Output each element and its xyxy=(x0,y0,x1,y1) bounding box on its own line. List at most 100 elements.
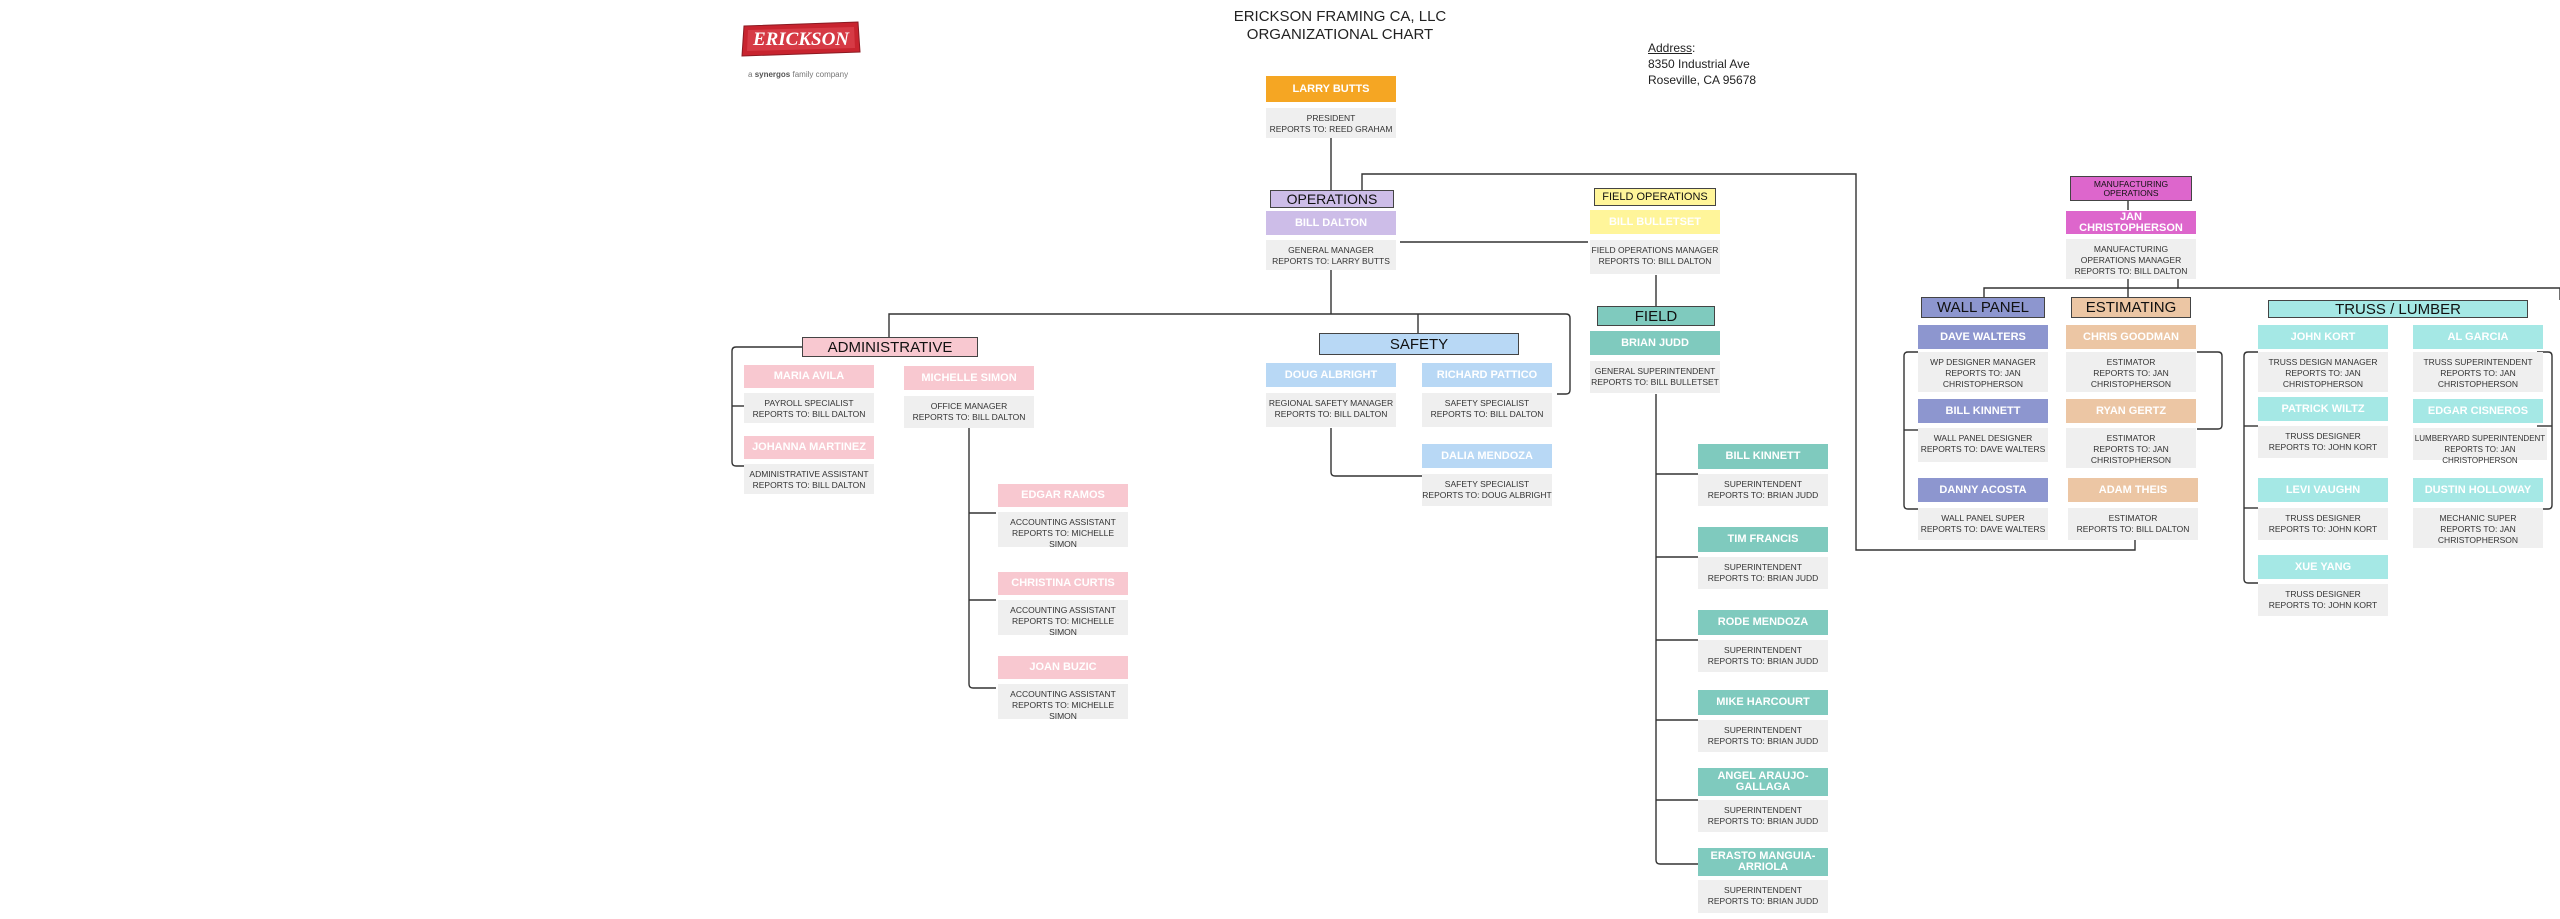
person-role: SUPERINTENDENT xyxy=(1724,805,1802,815)
person-reports-to: REPORTS TO: MICHELLE SIMON xyxy=(1011,700,1115,721)
person-name: BILL KINNETT xyxy=(1698,444,1828,469)
person-role: PAYROLL SPECIALIST xyxy=(764,398,854,408)
person-reports-to: REPORTS TO: DAVE WALTERS xyxy=(1920,444,2046,454)
person-reports-to: REPORTS TO: BRIAN JUDD xyxy=(1707,896,1819,906)
person-role: SUPERINTENDENT xyxy=(1724,645,1802,655)
dept-estimating: ESTIMATING xyxy=(2071,297,2191,318)
person-role: MECHANIC SUPER xyxy=(2439,513,2517,523)
person-name: RYAN GERTZ xyxy=(2066,399,2196,423)
person-role: WALL PANEL SUPER xyxy=(1941,513,2025,523)
person-role: SAFETY SPECIALIST xyxy=(1444,479,1530,489)
person-role: ESTIMATOR xyxy=(2108,513,2158,523)
person-details: LUMBERYARD SUPERINTENDENT REPORTS TO: JAN… xyxy=(2413,428,2547,465)
person-reports-to: REPORTS TO: BRIAN JUDD xyxy=(1707,573,1819,583)
person-reports-to: REPORTS TO: JAN CHRISTOPHERSON xyxy=(2437,368,2519,389)
company-logo: ERICKSON xyxy=(738,18,864,58)
person-role: WALL PANEL DESIGNER xyxy=(1933,433,2033,443)
person-reports-to: REPORTS TO: BRIAN JUDD xyxy=(1707,490,1819,500)
person-role: SUPERINTENDENT xyxy=(1724,725,1802,735)
person-name: MIKE HARCOURT xyxy=(1698,690,1828,715)
svg-text:ERICKSON: ERICKSON xyxy=(752,29,850,50)
person-reports-to: REPORTS TO: JOHN KORT xyxy=(2268,524,2378,534)
person-reports-to: REPORTS TO: JOHN KORT xyxy=(2268,442,2378,452)
person-name: JAN CHRISTOPHERSON xyxy=(2066,211,2196,234)
person-name: JOHN KORT xyxy=(2258,325,2388,349)
person-name: ADAM THEIS xyxy=(2068,478,2198,502)
person-reports-to: REPORTS TO: JAN CHRISTOPHERSON xyxy=(2090,368,2172,389)
person-role: SAFETY SPECIALIST xyxy=(1444,398,1530,408)
person-role: WP DESIGNER MANAGER xyxy=(1930,357,2036,367)
dept-wall-panel: WALL PANEL xyxy=(1921,297,2045,318)
person-role: SUPERINTENDENT xyxy=(1724,885,1802,895)
person-role: ACCOUNTING ASSISTANT xyxy=(1010,605,1116,615)
person-name: MICHELLE SIMON xyxy=(904,366,1034,390)
person-role: ESTIMATOR xyxy=(2106,433,2156,443)
dept-administrative: ADMINISTRATIVE xyxy=(802,337,978,357)
person-name: CHRISTINA CURTIS xyxy=(998,572,1128,595)
person-reports-to: REPORTS TO: BILL BULLETSET xyxy=(1591,377,1719,387)
person-role: TRUSS DESIGNER xyxy=(2285,513,2361,523)
person-role: PRESIDENT xyxy=(1306,113,1356,123)
person-name: MARIA AVILA xyxy=(744,365,874,388)
person-reports-to: REPORTS TO: REED GRAHAM xyxy=(1269,124,1393,134)
person-name: LEVI VAUGHN xyxy=(2258,478,2388,502)
person-name: CHRIS GOODMAN xyxy=(2066,325,2196,349)
chart-subtitle: ORGANIZATIONAL CHART xyxy=(1246,26,1434,43)
person-name: JOAN BUZIC xyxy=(998,656,1128,679)
person-reports-to: REPORTS TO: JAN CHRISTOPHERSON xyxy=(2442,445,2518,465)
person-name: LARRY BUTTS xyxy=(1266,76,1396,102)
chart-title: ERICKSON FRAMING CA, LLC ORGANIZATIONAL … xyxy=(1180,8,1500,44)
person-reports-to: REPORTS TO: BRIAN JUDD xyxy=(1707,736,1819,746)
address-line2: Roseville, CA 95678 xyxy=(1648,73,1757,87)
person-role: TRUSS DESIGN MANAGER xyxy=(2268,357,2378,367)
person-role: ACCOUNTING ASSISTANT xyxy=(1010,517,1116,527)
address-label: Address xyxy=(1648,41,1693,55)
person-name: DOUG ALBRIGHT xyxy=(1266,363,1396,387)
person-name: DANNY ACOSTA xyxy=(1918,478,2048,502)
dept-truss-lumber: TRUSS / LUMBER xyxy=(2268,300,2528,318)
person-name: BRIAN JUDD xyxy=(1590,331,1720,355)
person-name: BILL KINNETT xyxy=(1918,399,2048,423)
person-name: RODE MENDOZA xyxy=(1698,610,1828,635)
person-reports-to: REPORTS TO: MICHELLE SIMON xyxy=(1011,616,1115,637)
person-role: TRUSS DESIGNER xyxy=(2285,431,2361,441)
person-role: FIELD OPERATIONS MANAGER xyxy=(1591,245,1719,255)
person-role: SUPERINTENDENT xyxy=(1724,562,1802,572)
person-name: DAVE WALTERS xyxy=(1918,325,2048,349)
person-reports-to: REPORTS TO: BILL DALTON xyxy=(1430,409,1544,419)
address-block: Address: 8350 Industrial Ave Roseville, … xyxy=(1648,41,1757,87)
person-name: RICHARD PATTICO xyxy=(1422,363,1552,387)
person-role: MANUFACTURING OPERATIONS MANAGER xyxy=(2080,244,2182,265)
person-reports-to: REPORTS TO: BRIAN JUDD xyxy=(1707,656,1819,666)
dept-manufacturing-operations: MANUFACTURING OPERATIONS xyxy=(2070,176,2192,201)
person-role: LUMBERYARD SUPERINTENDENT xyxy=(2414,434,2546,443)
person-name: EDGAR RAMOS xyxy=(998,484,1128,507)
dept-operations: OPERATIONS xyxy=(1270,190,1394,208)
person-name: AL GARCIA xyxy=(2413,325,2543,349)
person-reports-to: REPORTS TO: MICHELLE SIMON xyxy=(1011,528,1115,549)
company-name: ERICKSON FRAMING CA, LLC xyxy=(1233,8,1447,25)
person-name: BILL BULLETSET xyxy=(1590,210,1720,234)
person-role: SUPERINTENDENT xyxy=(1724,479,1802,489)
